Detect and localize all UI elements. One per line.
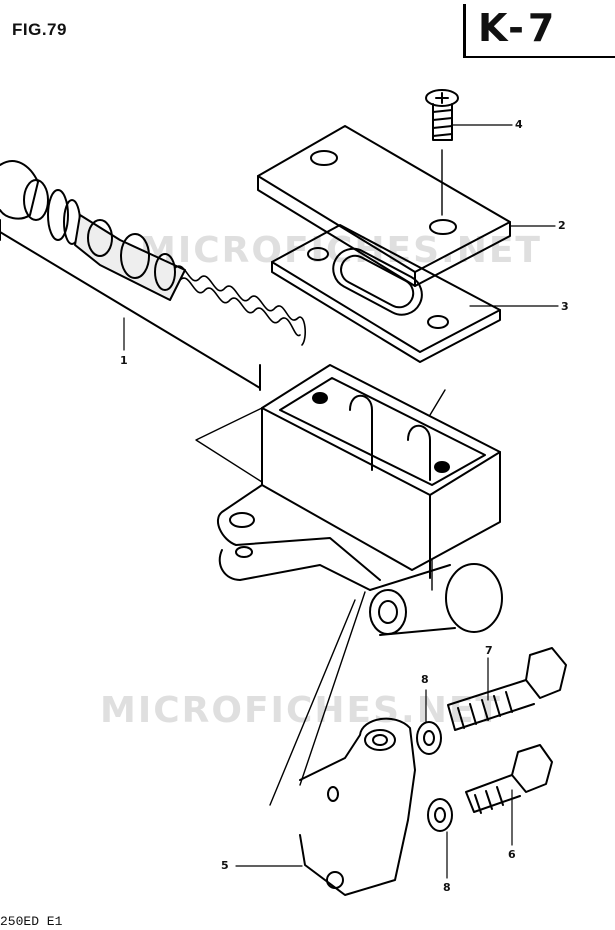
callout-3: 3 (561, 300, 569, 313)
screw-icon (425, 89, 459, 141)
piston-boot-icon (0, 160, 81, 245)
diaphragm-icon (271, 224, 501, 363)
watermark-bottom: MICROFICHES.NET (100, 690, 502, 731)
assembly-guide-lines (195, 149, 446, 806)
callout-1: 1 (120, 354, 128, 367)
callout-7: 7 (485, 644, 493, 657)
callout-2: 2 (558, 219, 566, 232)
callout-6: 6 (508, 848, 516, 861)
leader-lines (123, 124, 559, 879)
piston-icon (74, 214, 186, 301)
watermark-top: MICROFICHES.NET (140, 230, 542, 271)
clamp-icon (299, 717, 416, 896)
callout-8-lower: 8 (443, 881, 451, 894)
reservoir-cap-icon (257, 125, 511, 287)
callout-4: 4 (515, 118, 523, 131)
figure-title: FIG.79 (12, 20, 67, 39)
piston-assembly-bracket (0, 219, 261, 391)
page-code-frame (463, 4, 615, 58)
washer-icon (416, 721, 453, 832)
master-cylinder-body-icon (217, 364, 503, 636)
page-code: K-7 (478, 6, 559, 50)
callout-5: 5 (221, 859, 229, 872)
bolt-long-icon (447, 647, 567, 731)
callout-8-upper: 8 (421, 673, 429, 686)
footer-code: 250ED E1 (0, 914, 63, 929)
spring-icon (174, 265, 307, 346)
bolt-short-icon (465, 744, 553, 814)
